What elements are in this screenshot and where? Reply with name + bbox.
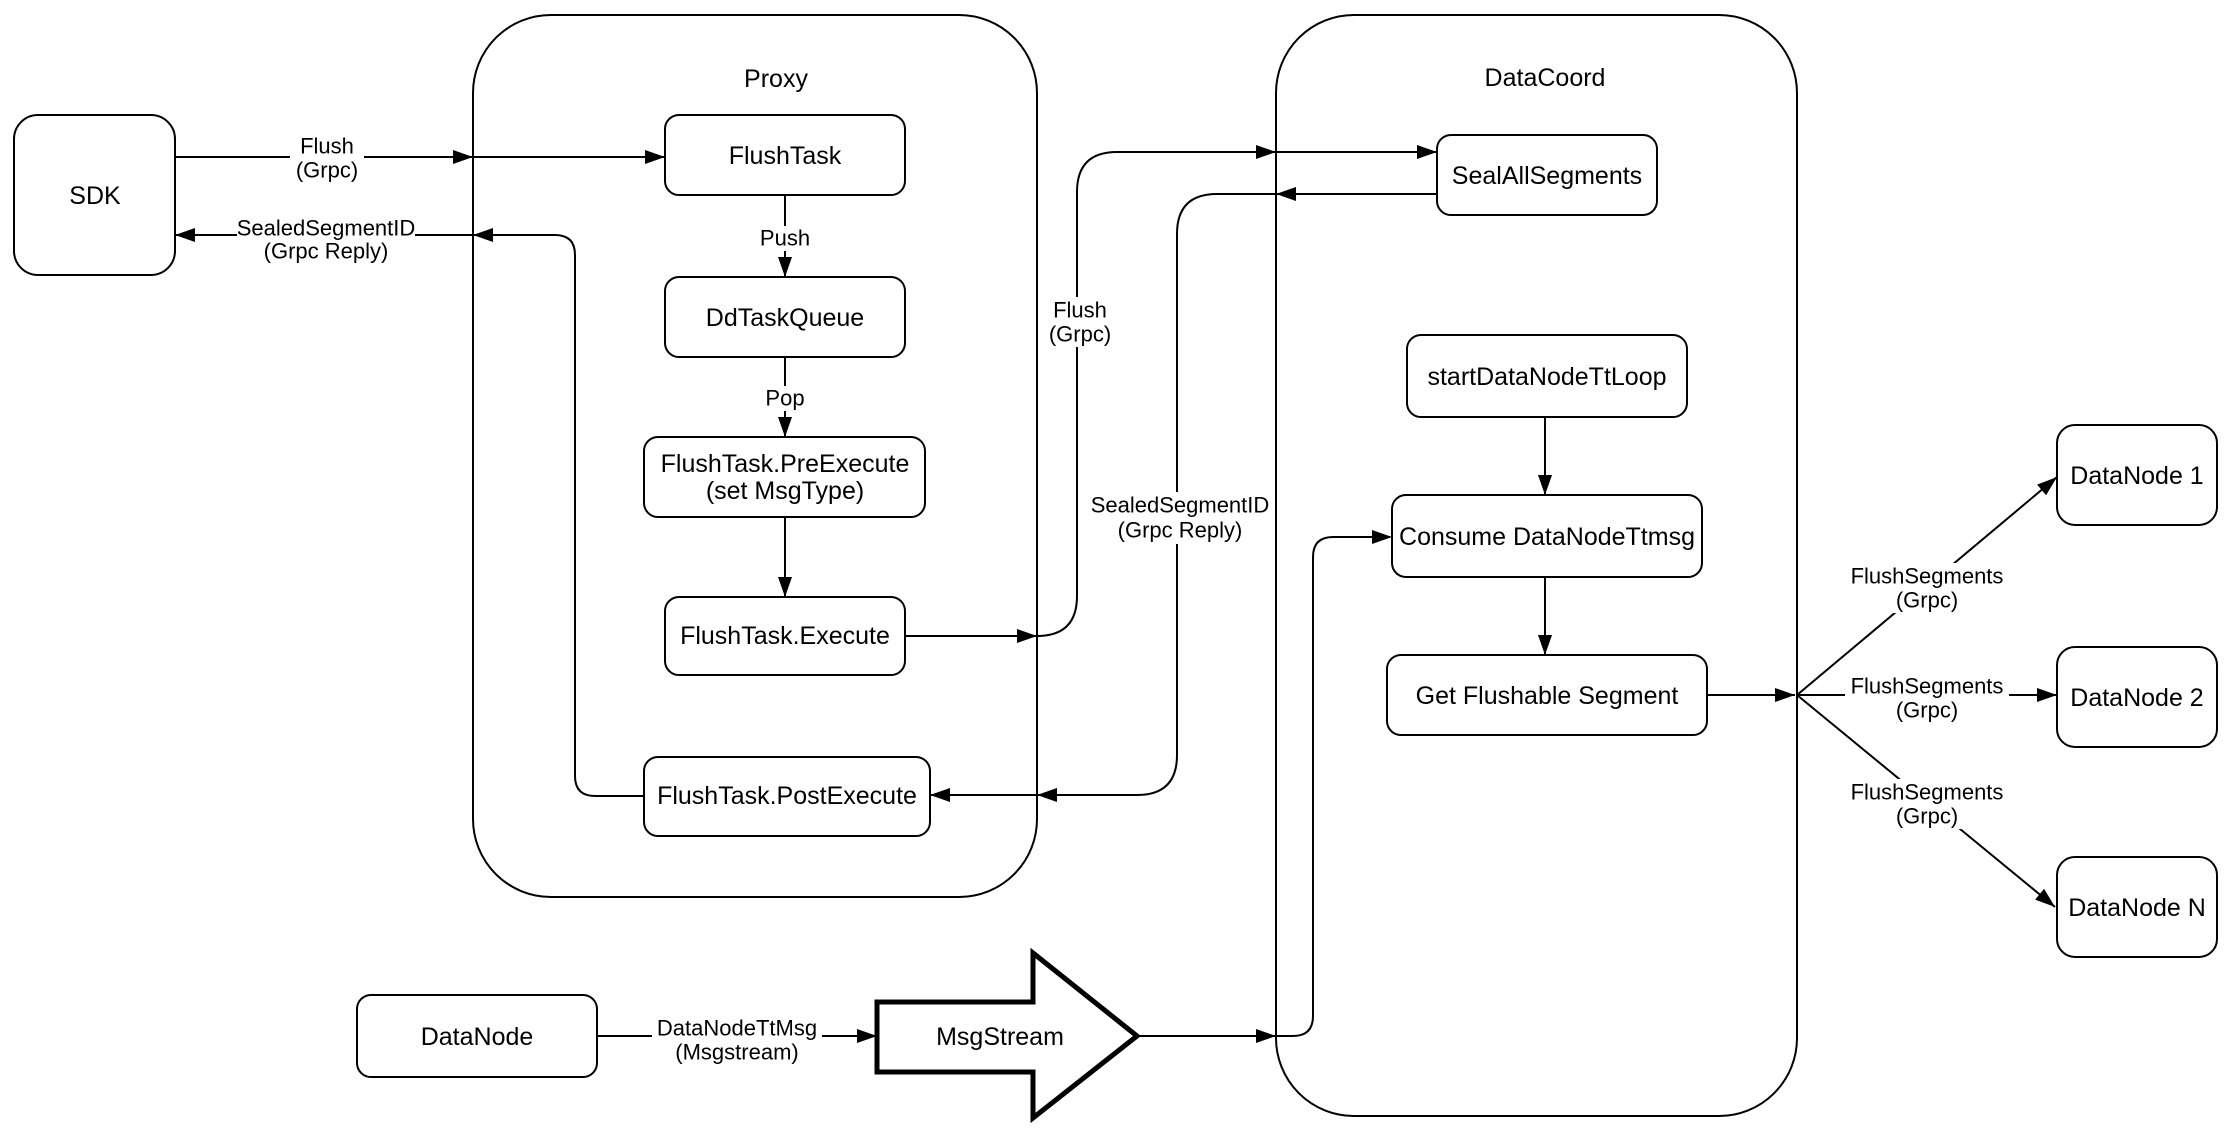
label-bg	[755, 226, 815, 251]
arrowhead-into-proxy	[453, 150, 473, 164]
node-sdk-label: SDK	[69, 182, 121, 210]
arrowhead-into-getflushable	[1538, 635, 1552, 655]
label-bg	[237, 216, 415, 262]
edge-label-push: Push	[760, 226, 810, 251]
node-sealallsegments-label: SealAllSegments	[1452, 162, 1642, 190]
node-sdk	[13, 114, 176, 276]
edge-label-sealed-sdk-line1: SealedSegmentID	[237, 216, 416, 241]
arrowhead-at-datacoord-bottom-left-edge	[1256, 1029, 1276, 1043]
edge-label-flushsegments3-line2: (Grpc)	[1896, 804, 1958, 829]
label-bg	[1042, 297, 1118, 347]
node-msgstream	[874, 947, 1142, 1124]
node-datanoden	[2056, 856, 2218, 958]
arrowhead-into-ddtaskqueue	[778, 257, 792, 277]
node-flushtask	[664, 114, 906, 196]
arrowhead-into-datanode1	[2037, 477, 2057, 496]
node-getflushablesegment-label: Get Flushable Segment	[1416, 682, 1679, 710]
edge-label-datanodettmsg-line1: DataNodeTtMsg	[657, 1016, 817, 1041]
label-bg	[1845, 673, 2009, 723]
edge-label-pop: Pop	[765, 386, 804, 411]
node-getflushablesegment	[1386, 654, 1708, 736]
datacoord-container-title: DataCoord	[1485, 64, 1606, 92]
node-startdatanodettloop	[1406, 334, 1688, 418]
edge-label-flush-sdk-line1: Flush	[300, 134, 354, 159]
edge-label-sealed-mid-line1: SealedSegmentID	[1091, 493, 1270, 518]
arrowhead-into-sealallsegments	[1417, 145, 1437, 159]
node-preexecute-label-line2: (set MsgType)	[706, 477, 864, 505]
arrowhead-into-postexecute	[930, 788, 950, 802]
node-consumedatanodettmsg	[1391, 494, 1703, 578]
node-preexecute-label-line1: FlushTask.PreExecute	[661, 450, 910, 478]
label-bg	[652, 1015, 822, 1063]
arrowhead-into-consume-left	[1372, 530, 1392, 544]
edge-msgstream-to-consume	[1137, 536, 1390, 1037]
node-startdatanodettloop-label: startDataNodeTtLoop	[1427, 363, 1666, 391]
arrowhead-into-consume-top	[1538, 475, 1552, 495]
edge-label-flushsegments1-line1: FlushSegments	[1851, 564, 2004, 589]
node-ddtaskqueue	[664, 276, 906, 358]
node-datanode2	[2056, 646, 2218, 748]
node-consumedatanodettmsg-label: Consume DataNodeTtmsg	[1399, 523, 1695, 551]
label-bg	[1845, 779, 2009, 829]
edge-label-flush-mid-line1: Flush	[1053, 298, 1107, 323]
node-sealallsegments	[1436, 134, 1658, 216]
node-msgstream-label: MsgStream	[936, 1023, 1064, 1051]
label-bg	[1087, 492, 1273, 544]
node-flushtask-label: FlushTask	[729, 142, 842, 170]
edge-label-flushsegments1-line2: (Grpc)	[1896, 588, 1958, 613]
node-execute-label: FlushTask.Execute	[680, 622, 890, 650]
label-bg	[760, 386, 810, 411]
proxy-container-title: Proxy	[744, 65, 808, 93]
node-datanode-label: DataNode	[421, 1023, 534, 1051]
edge-label-flush-sdk-line2: (Grpc)	[296, 158, 358, 183]
node-execute	[664, 596, 906, 676]
node-datanode	[356, 994, 598, 1078]
arrowhead-at-proxy-right-edge-return	[1037, 788, 1057, 802]
label-bg	[290, 133, 364, 179]
edge-postexecute-to-sdk	[175, 234, 644, 797]
edge-label-sealed-sdk-line2: (Grpc Reply)	[264, 239, 389, 264]
edge-label-flushsegments2-line2: (Grpc)	[1896, 698, 1958, 723]
node-datanode2-label: DataNode 2	[2070, 684, 2203, 712]
node-preexecute	[643, 436, 926, 518]
arrowhead-into-datanoden	[2035, 888, 2055, 907]
arrowhead-into-datanode2	[2037, 688, 2057, 702]
edge-execute-to-sealallsegments	[905, 151, 1437, 637]
edge-label-sealed-mid-line2: (Grpc Reply)	[1118, 518, 1243, 543]
arrowhead-at-proxy-right-edge	[1017, 629, 1037, 643]
node-datanoden-label: DataNode N	[2068, 894, 2206, 922]
arrowhead-at-datacoord-left-edge	[1276, 187, 1296, 201]
node-datanode1-label: DataNode 1	[2070, 462, 2203, 490]
edge-label-flushsegments2-line1: FlushSegments	[1851, 674, 2004, 699]
arrowhead-into-datacoord	[1256, 145, 1276, 159]
edge-label-datanodettmsg-line2: (Msgstream)	[675, 1040, 798, 1065]
arrowhead-at-proxy-left-edge	[473, 228, 493, 242]
arrowhead-into-sdk	[175, 228, 195, 242]
arrowhead-into-execute	[778, 577, 792, 597]
arrowhead-into-flushtask	[645, 150, 665, 164]
node-postexecute-label: FlushTask.PostExecute	[657, 782, 917, 810]
arrowhead-into-msgstream	[857, 1029, 877, 1043]
edge-label-flushsegments3-line1: FlushSegments	[1851, 780, 2004, 805]
edge-label-flush-mid-line2: (Grpc)	[1049, 322, 1111, 347]
node-ddtaskqueue-label: DdTaskQueue	[706, 304, 864, 332]
node-datanode1	[2056, 424, 2218, 526]
label-bg	[1845, 563, 2009, 613]
arrowhead-at-datacoord-right-edge	[1775, 688, 1795, 702]
node-postexecute	[643, 756, 931, 837]
arrowhead-into-preexecute	[778, 417, 792, 437]
